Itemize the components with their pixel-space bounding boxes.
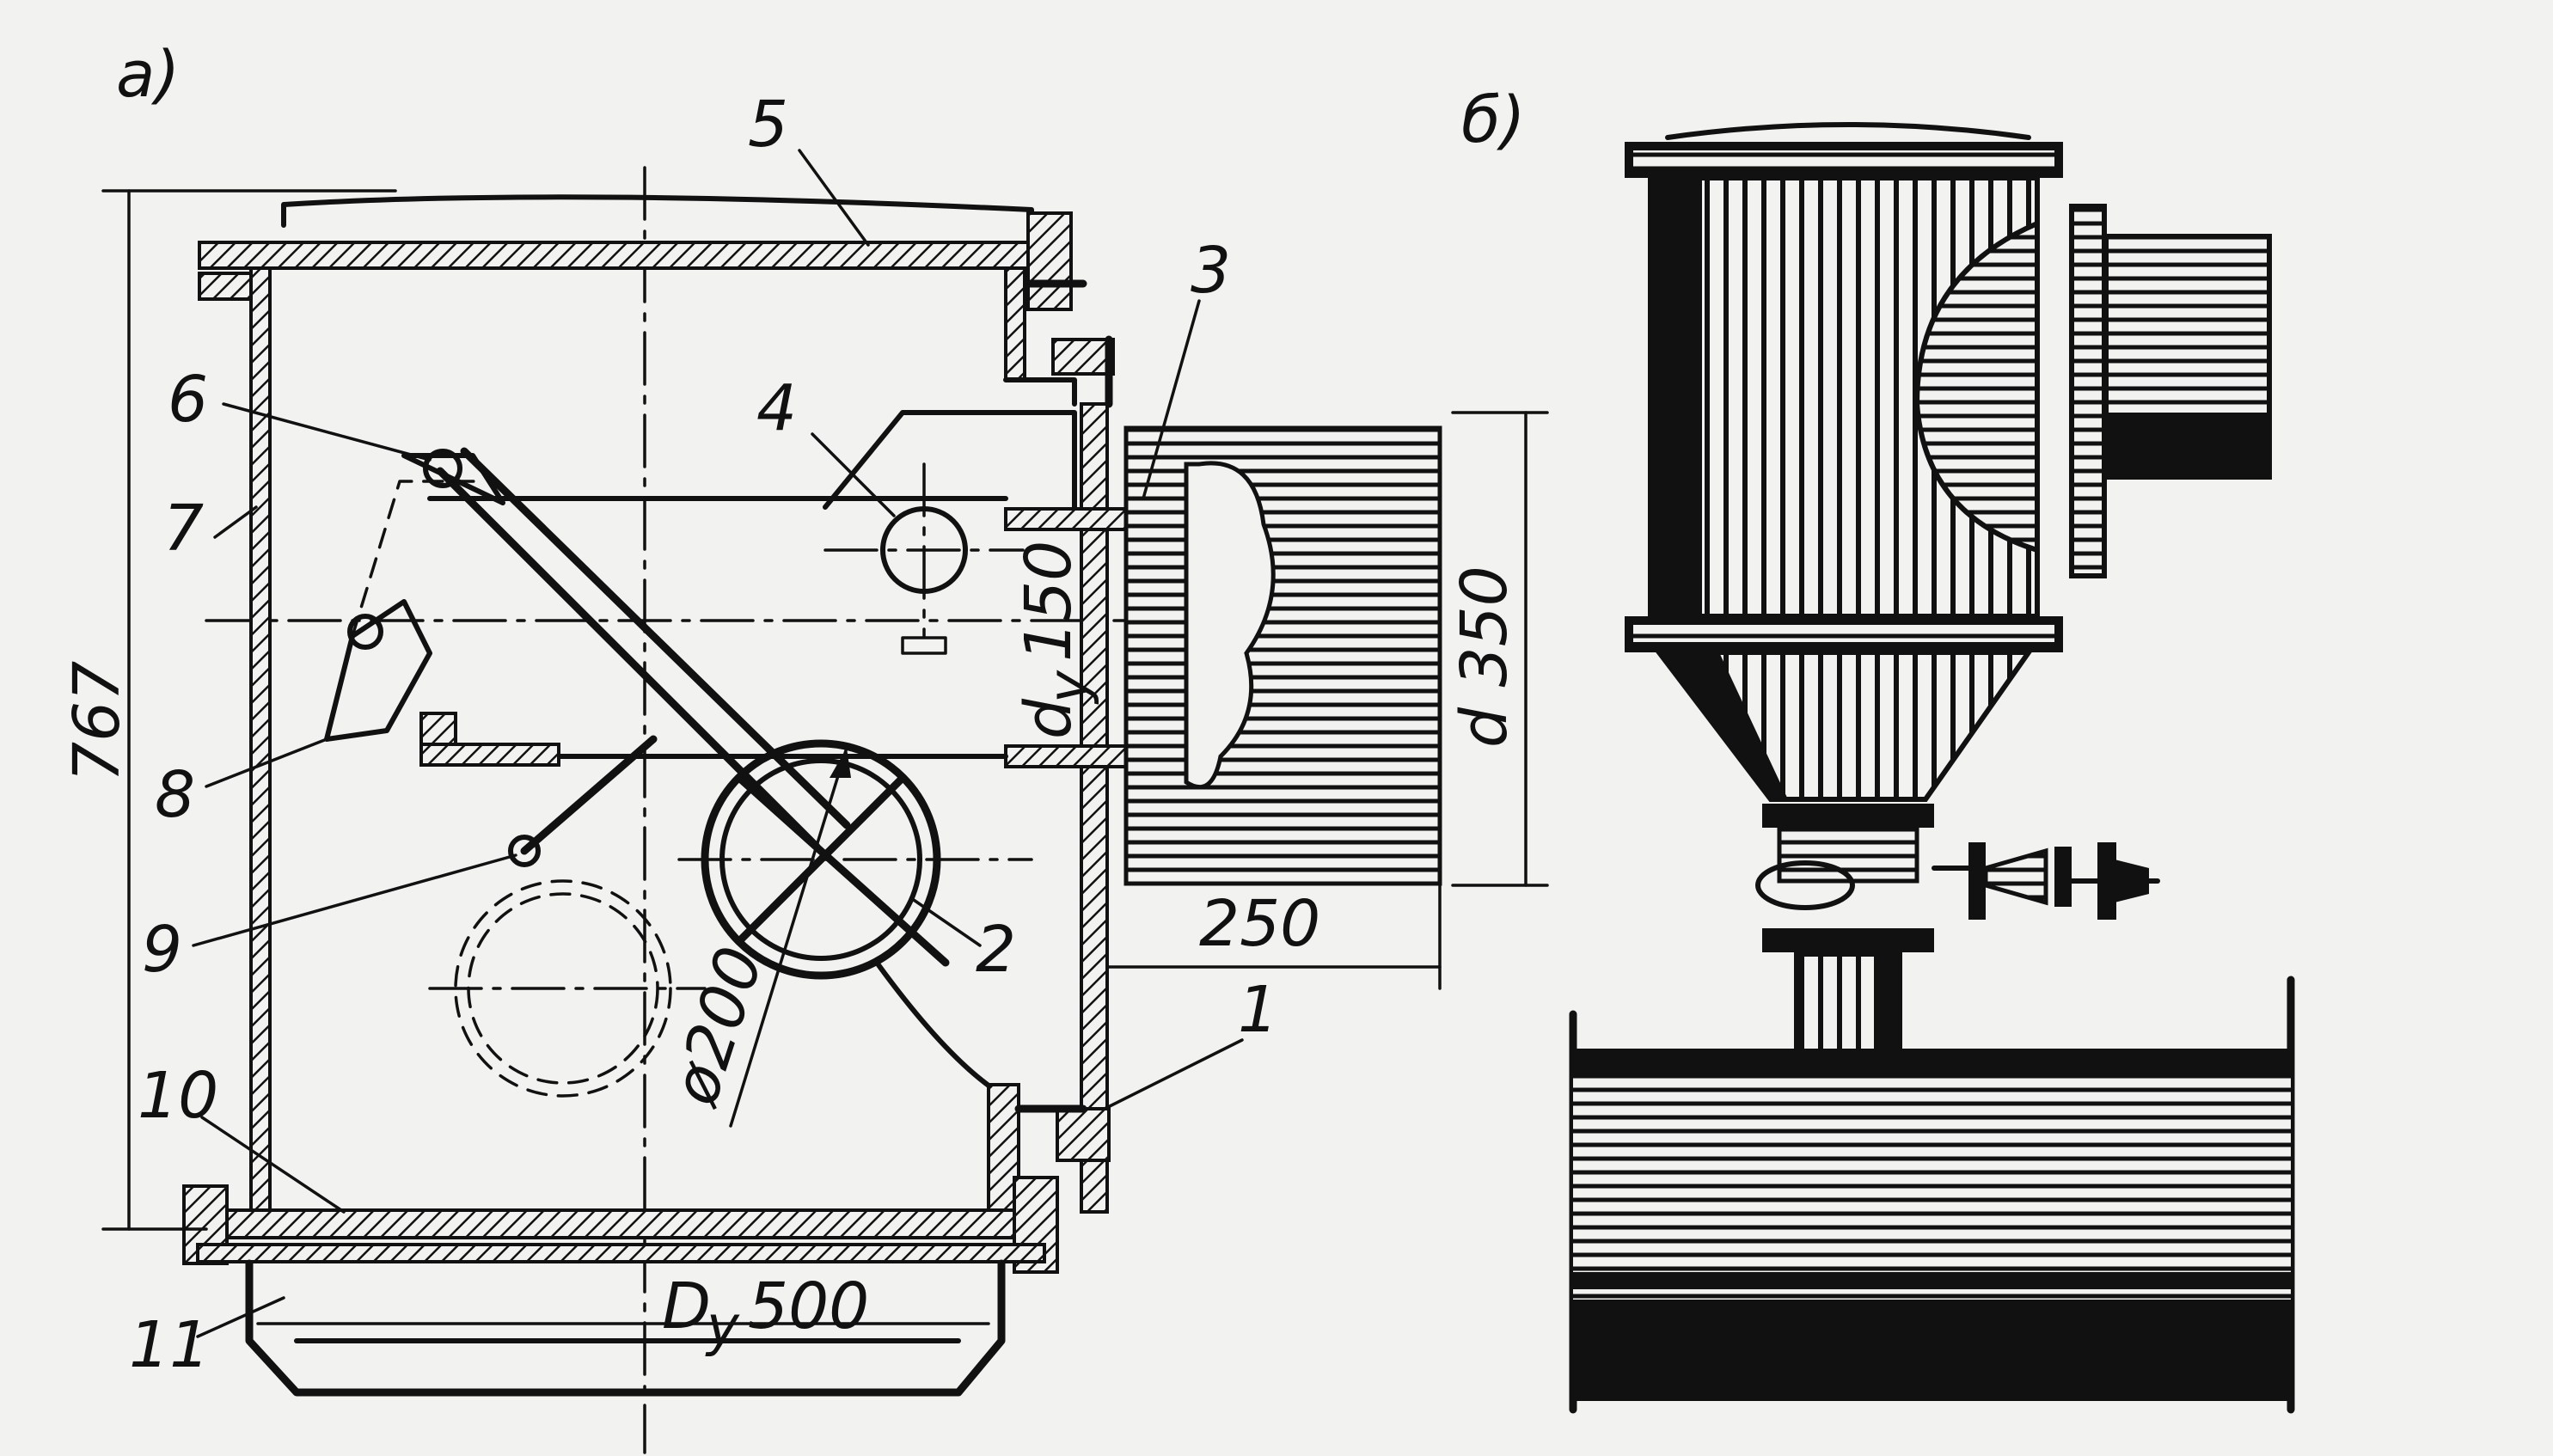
dim-arrow xyxy=(830,748,851,778)
dim-height-text: 767 xyxy=(60,661,134,782)
inlet-flange-plate xyxy=(1080,402,1109,1214)
dim-body-group: D y 500 xyxy=(662,1269,869,1359)
cone-shadow xyxy=(1659,652,1788,799)
main-pipe-middle xyxy=(1573,1074,2291,1220)
view-label-a: а) xyxy=(116,38,180,112)
part-number-3: 3 xyxy=(1191,234,1231,308)
drain-valve-body xyxy=(1983,847,2048,906)
lever-bracket xyxy=(401,453,505,505)
part-number-8: 8 xyxy=(155,758,195,832)
outlet-cylinder xyxy=(1123,425,1442,886)
inlet-housing xyxy=(823,410,1077,510)
bottom-flange-plate xyxy=(196,1208,1050,1239)
dim-body-sub: y xyxy=(705,1295,740,1359)
chamber-lines xyxy=(427,496,1008,759)
part-number-11: 11 xyxy=(129,1308,210,1382)
dim-inlet-sub: y xyxy=(1038,670,1101,705)
drain-flange-2 xyxy=(2054,847,2072,907)
lower-bolt xyxy=(1056,1107,1111,1162)
bottom-cone xyxy=(245,1259,1006,1397)
exterior-view-b: б) xyxy=(1461,83,2295,1414)
leader-7 xyxy=(213,505,258,539)
side-outlet-pipe-shadow xyxy=(2106,413,2269,477)
body-wall-right-upper xyxy=(1004,266,1026,382)
bottom-flange-lower xyxy=(196,1243,1046,1263)
dim-inlet-value: 150 xyxy=(1012,541,1086,662)
part-number-5: 5 xyxy=(748,88,788,162)
view-label-b: б) xyxy=(1461,83,1526,157)
part-number-9: 9 xyxy=(142,913,182,987)
part-number-2: 2 xyxy=(976,913,1016,987)
cutaway-break xyxy=(1184,461,1276,790)
lever-arm-2 xyxy=(460,447,851,829)
leader-4 xyxy=(811,432,896,517)
leader-6 xyxy=(222,402,432,462)
dim-line-valve xyxy=(729,746,848,1128)
dim-outlet-text: d 350 xyxy=(1448,566,1521,748)
float-rod xyxy=(520,735,658,855)
coupling-ring xyxy=(1755,860,1855,910)
part-number-10: 10 xyxy=(138,1059,218,1133)
leader-5 xyxy=(798,149,870,247)
coupling-flange-top xyxy=(1762,804,1934,828)
part-number-6: 6 xyxy=(168,363,208,437)
dim-body-value: 500 xyxy=(748,1269,869,1343)
drain-handle xyxy=(2115,860,2149,902)
main-pipe-top-band xyxy=(1573,1049,2291,1074)
main-pipe-lower-band xyxy=(1573,1220,2291,1272)
body-step xyxy=(1003,377,1077,407)
small-valve-stem xyxy=(901,636,947,655)
lid-plate xyxy=(198,241,1061,270)
main-pipe-highlight xyxy=(1573,1289,2291,1300)
float-joint xyxy=(347,614,383,650)
lid-dome xyxy=(281,194,1034,236)
part-number-1: 1 xyxy=(1238,973,1278,1047)
valve-alt-position xyxy=(454,879,672,1098)
float-dashed-alt xyxy=(351,480,483,638)
cylinder-shadow-left xyxy=(1650,178,1702,616)
inlet-flange-bolt-top xyxy=(1051,338,1115,376)
leader-8 xyxy=(205,737,328,788)
sloped-wall xyxy=(874,960,1000,1094)
leader-11 xyxy=(196,1296,285,1338)
valve-cross-2 xyxy=(735,774,907,945)
leader-10 xyxy=(200,1116,346,1214)
side-outlet-flange xyxy=(2069,204,2107,578)
dim-inlet-d: d xyxy=(1012,698,1086,739)
dim-inlet-group: d y 150 xyxy=(1012,541,1101,739)
leader-3 xyxy=(1142,299,1201,500)
part-number-4: 4 xyxy=(756,371,797,445)
leader-2 xyxy=(909,896,982,947)
middle-flange-detail xyxy=(1633,625,2054,642)
section-view-a: а) 5 3 4 6 7 8 9 2 1 10 11 767 d 350 250… xyxy=(60,38,1549,1454)
leader-1 xyxy=(1103,1038,1244,1110)
float xyxy=(324,599,432,742)
coupling-flange-bottom xyxy=(1762,928,1934,952)
top-cap-dome xyxy=(1665,122,2031,140)
dim-250-text: 250 xyxy=(1199,887,1320,961)
lever-arm xyxy=(436,467,821,851)
top-cap-flange-detail xyxy=(1633,150,2054,168)
side-outlet-neck xyxy=(1913,219,2040,554)
part-number-7: 7 xyxy=(163,492,204,566)
float-seat-base xyxy=(419,743,560,767)
leader-9 xyxy=(192,853,517,947)
top-flange-right xyxy=(1026,211,1073,311)
top-flange-left xyxy=(198,272,253,301)
valve-cross-1 xyxy=(735,774,950,967)
dim-body-d: D xyxy=(662,1269,711,1343)
drain-flange-1 xyxy=(1968,842,1986,920)
leader-lines xyxy=(192,149,1244,1338)
float-rod-joint xyxy=(508,835,541,867)
